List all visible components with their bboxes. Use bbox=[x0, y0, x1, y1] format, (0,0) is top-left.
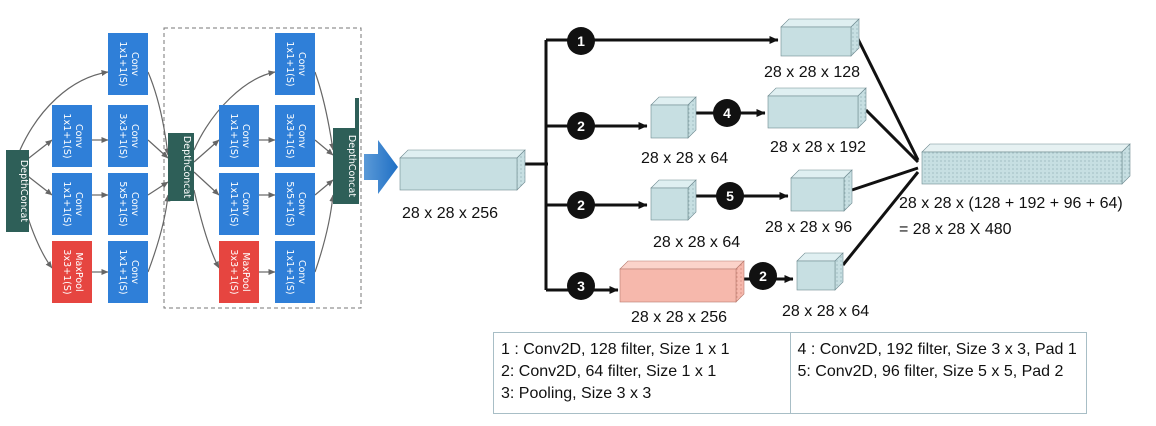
branch-2-badge-2: 4 bbox=[723, 105, 731, 121]
input-depthconcat-label: DepthConcat bbox=[18, 160, 29, 222]
b2-r0b-label-1: Conv bbox=[296, 124, 307, 148]
b1-r2a-node bbox=[52, 241, 92, 303]
b2-r1a-label-1: Conv bbox=[240, 192, 251, 216]
legend-column-left: 1 : Conv2D, 128 filter, Size 1 x 1 2: Co… bbox=[494, 333, 790, 413]
badge-circle bbox=[567, 112, 595, 140]
b4-out-cube bbox=[796, 252, 844, 291]
b2-depthconcat-label: DepthConcat bbox=[346, 135, 357, 197]
b2-r0b-label-2: 3x3+1(S) bbox=[284, 113, 295, 158]
branch-4-badge-2: 2 bbox=[759, 268, 767, 284]
b1-top-conv-label-2: 1x1+1(S) bbox=[117, 41, 128, 86]
b1-r2b-label-2: 1x1+1(S) bbox=[117, 249, 128, 294]
b2-r0a-label-2: 1x1+1(S) bbox=[228, 113, 239, 158]
b1-r2a-label-2: 3x3+1(S) bbox=[61, 249, 72, 294]
b2-r2a-label-1: MaxPool bbox=[240, 252, 251, 291]
b1-depthconcat-label: DepthConcat bbox=[181, 136, 192, 198]
b1-r0a-label-2: 1x1+1(S) bbox=[61, 113, 72, 158]
legend-column-right: 4 : Conv2D, 192 filter, Size 3 x 3, Pad … bbox=[789, 333, 1087, 413]
b1-r1b-node bbox=[108, 173, 148, 235]
legend-box: 1 : Conv2D, 128 filter, Size 1 x 1 2: Co… bbox=[493, 332, 1087, 414]
branch-3-output-label: 28 x 28 x 96 bbox=[765, 219, 852, 236]
badge-circle bbox=[567, 27, 595, 55]
b2-r1a-label-2: 1x1+1(S) bbox=[228, 181, 239, 226]
legend-item-3: 3: Pooling, Size 3 x 3 bbox=[501, 385, 652, 402]
output-label-line-1: 28 x 28 x (128 + 192 + 96 + 64) bbox=[899, 195, 1123, 212]
badge-circle bbox=[567, 272, 595, 300]
badge-circle bbox=[749, 262, 777, 290]
b2-r2a-label-2: 3x3+1(S) bbox=[228, 249, 239, 294]
b1-r2b-node bbox=[108, 241, 148, 303]
expand-arrow-icon bbox=[364, 140, 398, 194]
output-tensor-cube bbox=[921, 143, 1131, 185]
branch-1-output-label: 28 x 28 x 128 bbox=[764, 64, 860, 81]
branch-4-badge: 3 bbox=[577, 278, 585, 294]
b1-r1a-label-2: 1x1+1(S) bbox=[61, 181, 72, 226]
b1-r0b-label-2: 3x3+1(S) bbox=[117, 113, 128, 158]
branch-2-badge: 2 bbox=[577, 118, 585, 134]
b1-out-cube bbox=[780, 18, 860, 57]
input-depthconcat-node bbox=[6, 150, 29, 232]
b4-pool-cube bbox=[619, 260, 745, 303]
dashed-module-frame bbox=[163, 27, 362, 309]
legend-item-4: 4 : Conv2D, 192 filter, Size 3 x 3, Pad … bbox=[797, 341, 1077, 358]
branch-1-badge: 1 bbox=[577, 33, 585, 49]
b2-top-conv-label-1: Conv bbox=[296, 52, 307, 76]
b2-r0b-node bbox=[275, 105, 315, 167]
badge-circle bbox=[567, 191, 595, 219]
branch-2-output-label: 28 x 28 x 192 bbox=[770, 139, 866, 156]
b1-top-conv-node bbox=[108, 33, 148, 95]
branch-4-output-label: 28 x 28 x 64 bbox=[782, 303, 869, 320]
branch-4-mid-label: 28 x 28 x 256 bbox=[631, 309, 727, 326]
b2-r2b-label-1: Conv bbox=[296, 260, 307, 284]
b1-r1a-node bbox=[52, 173, 92, 235]
legend-item-5: 5: Conv2D, 96 filter, Size 5 x 5, Pad 2 bbox=[797, 363, 1064, 380]
legend-item-1: 1 : Conv2D, 128 filter, Size 1 x 1 bbox=[501, 341, 730, 358]
b1-r1b-label-2: 5x5+1(S) bbox=[117, 181, 128, 226]
b2-r2b-label-2: 1x1+1(S) bbox=[284, 249, 295, 294]
b2-r2b-node bbox=[275, 241, 315, 303]
input-tensor-label: 28 x 28 x 256 bbox=[402, 205, 498, 222]
inception-stack: DepthConcat Conv 1x1+1(S) Conv 1x1+1(S) … bbox=[6, 27, 362, 309]
branch-3-badge: 2 bbox=[577, 197, 585, 213]
b2-top-conv-label-2: 1x1+1(S) bbox=[284, 41, 295, 86]
b1-r0b-label-1: Conv bbox=[129, 124, 140, 148]
b1-r1b-label-1: Conv bbox=[129, 192, 140, 216]
b2-r1b-label-1: Conv bbox=[296, 192, 307, 216]
b1-depthconcat-node bbox=[168, 133, 194, 201]
badge-circle bbox=[716, 182, 744, 210]
b2-r1b-label-2: 5x5+1(S) bbox=[284, 181, 295, 226]
b2-r0a-label-1: Conv bbox=[240, 124, 251, 148]
b1-r0a-node bbox=[52, 105, 92, 167]
b2-depthconcat-node bbox=[333, 128, 359, 204]
b2-r0a-node bbox=[219, 105, 259, 167]
b2-top-conv-node bbox=[275, 33, 315, 95]
b2-r1a-node bbox=[219, 173, 259, 235]
b1-r1a-label-1: Conv bbox=[73, 192, 84, 216]
b1-r0a-label-1: Conv bbox=[73, 124, 84, 148]
branch-3-badge-2: 5 bbox=[726, 188, 734, 204]
legend-item-2: 2: Conv2D, 64 filter, Size 1 x 1 bbox=[501, 363, 717, 380]
input-tensor-cube bbox=[399, 149, 526, 191]
badge-circle bbox=[713, 99, 741, 127]
b1-top-conv-label-1: Conv bbox=[129, 52, 140, 76]
b2-mid-cube bbox=[650, 96, 697, 139]
b2-out-cube bbox=[767, 87, 867, 129]
b3-out-cube bbox=[790, 169, 853, 212]
output-label-line-2: = 28 x 28 X 480 bbox=[899, 221, 1012, 238]
right-edge-stub bbox=[355, 98, 359, 128]
branch-2-mid-label: 28 x 28 x 64 bbox=[641, 150, 728, 167]
module-detail: 28 x 28 x 256 28 x 28 x 128 1 28 x 28 x … bbox=[399, 18, 1131, 326]
b1-r0b-node bbox=[108, 105, 148, 167]
b2-r1b-node bbox=[275, 173, 315, 235]
branch-3-mid-label: 28 x 28 x 64 bbox=[653, 234, 740, 251]
b1-r2b-label-1: Conv bbox=[129, 260, 140, 284]
b1-r2a-label-1: MaxPool bbox=[73, 252, 84, 291]
b2-r2a-node bbox=[219, 241, 259, 303]
b3-mid-cube bbox=[650, 179, 697, 221]
